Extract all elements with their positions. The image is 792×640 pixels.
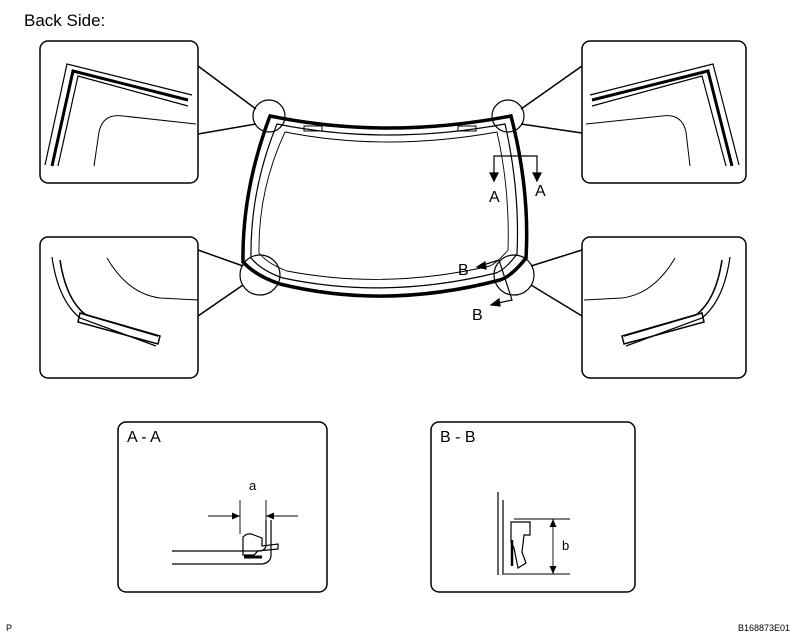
- page-title: Back Side:: [24, 11, 105, 30]
- section-label-b-lower: B: [472, 307, 483, 324]
- section-view-a-a: [117, 421, 328, 593]
- dimension-a-label: a: [249, 478, 257, 493]
- section-cut-b: [475, 259, 513, 307]
- windshield-outline: [241, 113, 529, 298]
- section-label-a-right: A: [535, 183, 546, 200]
- footer-left-code: P: [6, 623, 12, 633]
- section-label-a-left: A: [489, 189, 500, 206]
- section-cut-a: [489, 155, 542, 183]
- detail-callout-bottom-left: [39, 236, 244, 379]
- footer-figure-code: B168873E01: [738, 623, 790, 633]
- callout-circles: [239, 99, 535, 296]
- section-view-a-a-title: A - A: [127, 429, 161, 446]
- callout-circle-top-right: [491, 99, 525, 133]
- section-view-b-b: [430, 421, 636, 593]
- callout-circle-bottom-left: [239, 254, 281, 296]
- detail-callout-top-left: [39, 40, 257, 184]
- detail-callout-bottom-right: [530, 236, 747, 379]
- section-view-b-b-title: B - B: [440, 429, 476, 446]
- section-label-b-upper: B: [458, 262, 469, 279]
- dimension-b-label: b: [562, 538, 569, 553]
- callout-circle-top-left: [252, 99, 286, 133]
- callout-circle-bottom-right: [493, 254, 535, 296]
- detail-callout-top-right: [520, 40, 747, 184]
